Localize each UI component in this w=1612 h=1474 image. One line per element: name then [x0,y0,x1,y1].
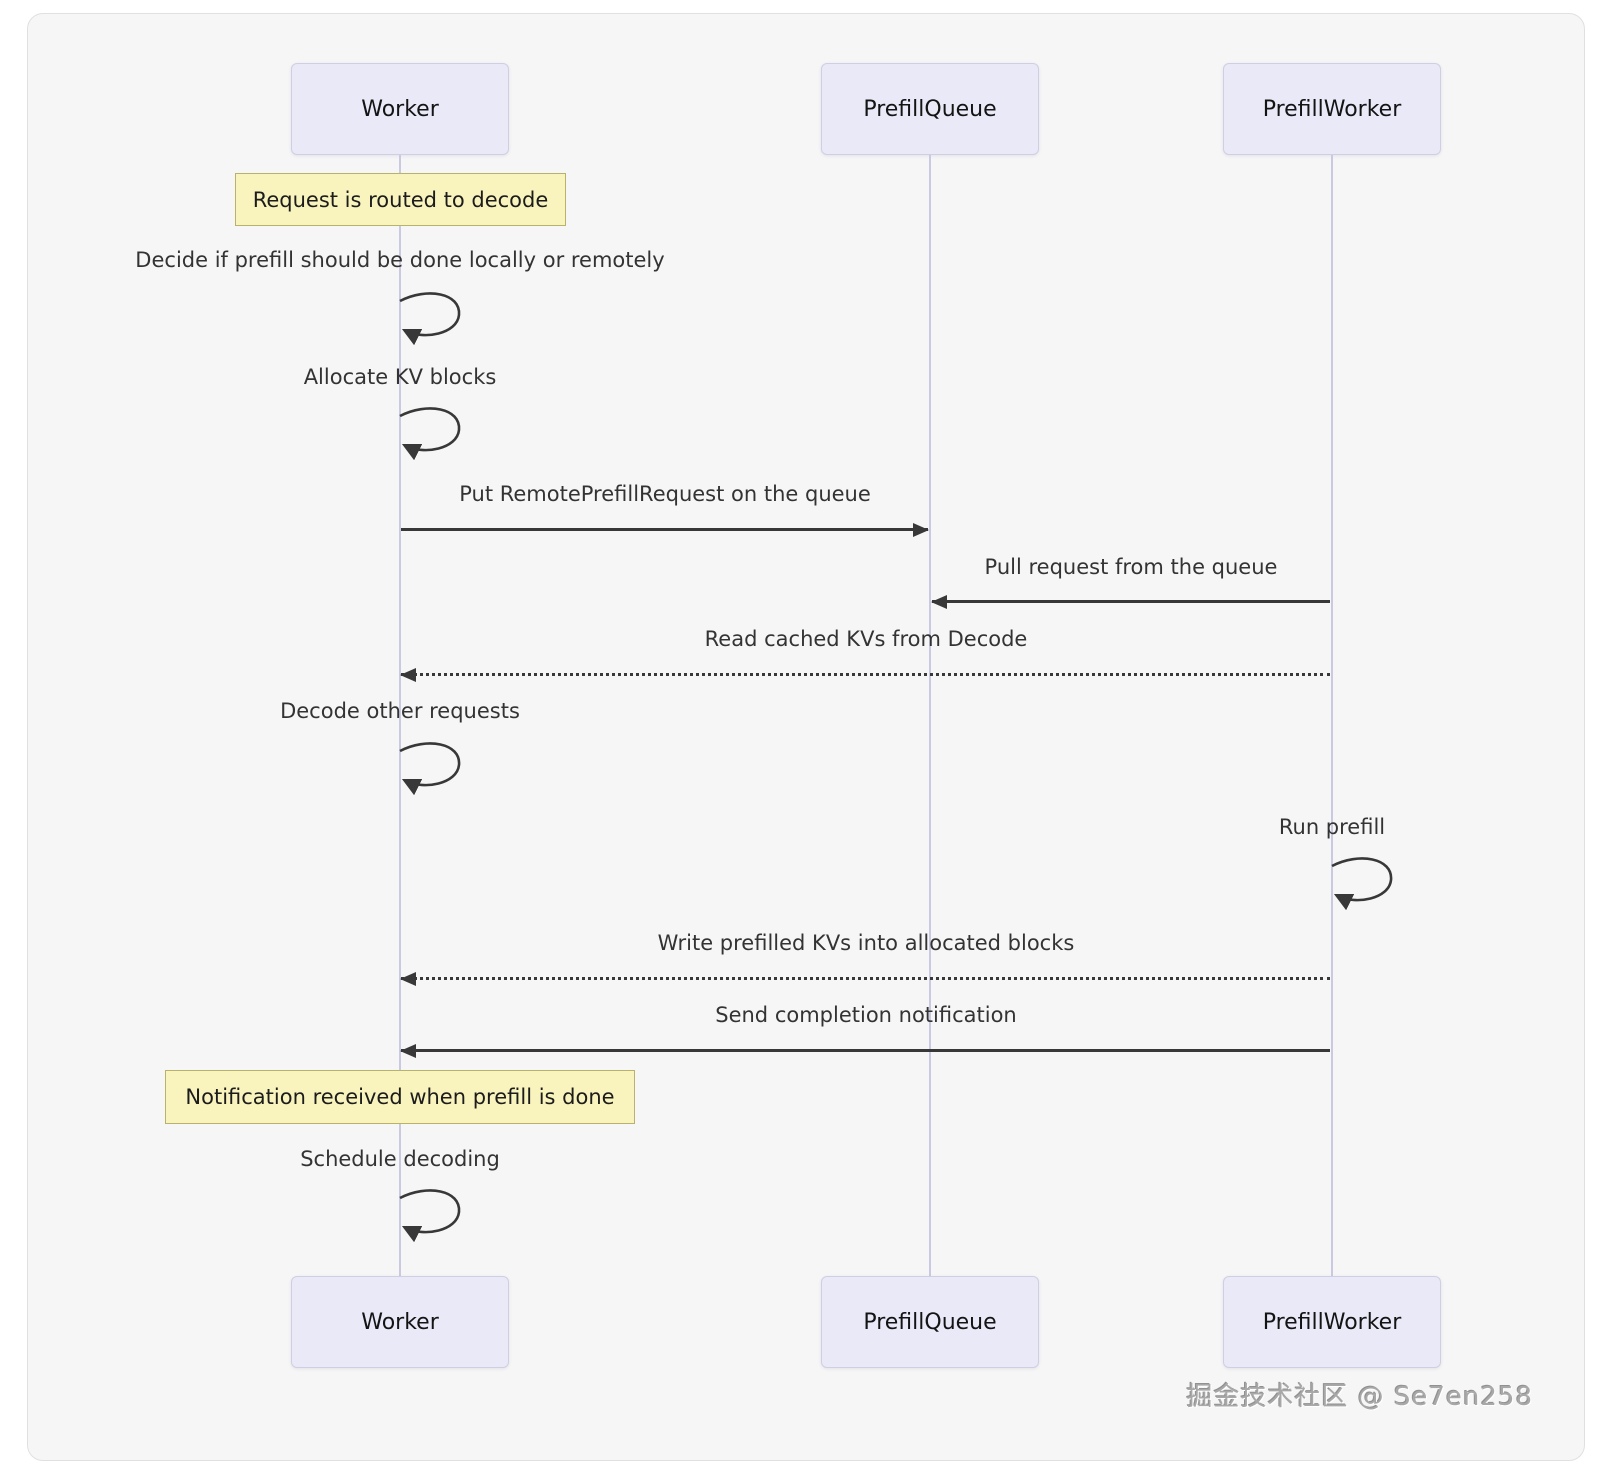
actor-box-prefillworker-bottom: PrefillWorker [1223,1276,1441,1368]
arrow-write-kvs [400,971,1330,986]
arrow-send-notification [400,1043,1330,1058]
message-schedule-decoding: Schedule decoding [300,1147,500,1171]
message-decode-other: Decode other requests [280,699,520,723]
message-write-kvs: Write prefilled KVs into allocated block… [657,931,1075,955]
arrow-pull-request [931,594,1330,609]
message-pull-request: Pull request from the queue [984,555,1278,579]
actor-box-prefillqueue-top: PrefillQueue [821,63,1039,155]
actor-label: PrefillWorker [1262,1309,1402,1335]
lifeline-worker [399,155,401,1276]
message-put-request: Put RemotePrefillRequest on the queue [459,482,871,506]
actor-box-prefillworker-top: PrefillWorker [1223,63,1441,155]
message-send-notification: Send completion notification [715,1003,1017,1027]
actor-label: PrefillQueue [863,96,997,122]
self-loop-arrow-icon [399,742,461,796]
note-request-routed: Request is routed to decode [235,173,566,226]
self-loop-arrow-icon [399,407,461,461]
actor-label: Worker [361,96,439,122]
diagram-panel [27,13,1585,1461]
message-run-prefill: Run prefill [1278,815,1386,839]
self-loop-arrow-icon [399,292,461,346]
lifeline-prefillqueue [929,155,931,1276]
actor-label: Worker [361,1309,439,1335]
actor-box-worker-top: Worker [291,63,509,155]
note-text: Notification received when prefill is do… [185,1085,615,1109]
message-allocate-kv: Allocate KV blocks [303,365,497,389]
actor-box-worker-bottom: Worker [291,1276,509,1368]
lifeline-prefillworker [1331,155,1333,1276]
arrow-read-kvs [400,667,1330,682]
watermark: 掘金技术社区 @ Se7en258 [1186,1382,1533,1412]
message-read-kvs: Read cached KVs from Decode [704,627,1028,651]
message-decide-prefill: Decide if prefill should be done locally… [135,248,665,272]
actor-label: PrefillQueue [863,1309,997,1335]
actor-box-prefillqueue-bottom: PrefillQueue [821,1276,1039,1368]
self-loop-arrow-icon [1331,857,1393,911]
self-loop-arrow-icon [399,1189,461,1243]
arrow-put-request [401,522,929,537]
note-notification-received: Notification received when prefill is do… [165,1070,635,1124]
note-text: Request is routed to decode [252,187,549,212]
actor-label: PrefillWorker [1262,96,1402,122]
